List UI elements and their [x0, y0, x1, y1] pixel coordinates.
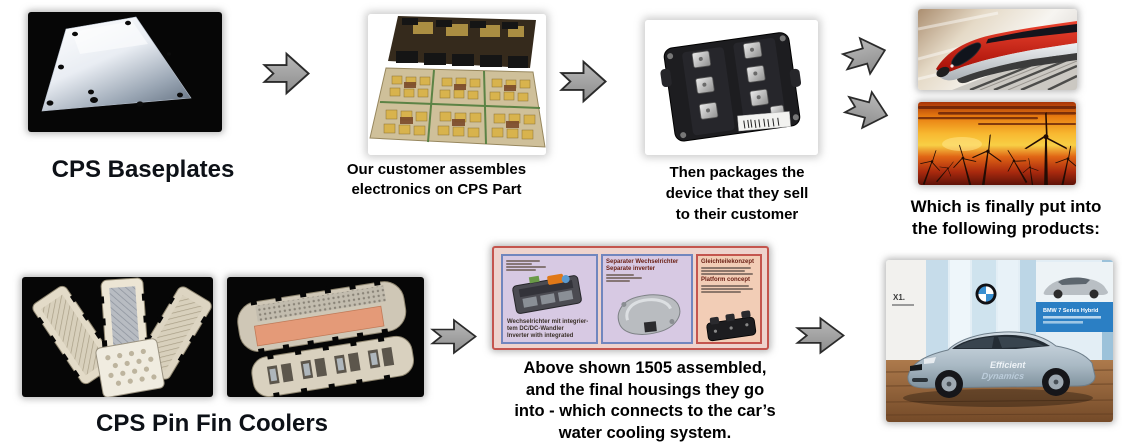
pinfin-coolers-photo-1 — [22, 277, 213, 397]
caption-line: Separate inverter — [606, 266, 656, 272]
brochure-panel3-heading2: Platform concept — [701, 277, 751, 283]
caption-line: into - which connects to the car’s — [514, 402, 776, 420]
caption-line: Which is finally put into — [910, 197, 1102, 216]
pinfin-label: CPS Pin Fin Coolers — [95, 410, 329, 437]
bmw-hybrid-car: Efficient Dynamics — [907, 331, 1096, 398]
caption-line: Inverter with integrated — [507, 333, 574, 339]
products-caption: Which is finally put into the following … — [890, 196, 1122, 240]
brochure-caption: Above shown 1505 assembled, and the fina… — [500, 358, 790, 444]
caption-line: Wechselrichter mit integrier- — [507, 319, 589, 325]
flow-arrow-icon — [431, 317, 477, 356]
spec-text-lines — [701, 267, 757, 275]
inverter-brochure-photo: Wechselrichter mit integrier- tem DC/DC-… — [492, 246, 769, 350]
spec-text-lines — [506, 260, 593, 271]
caption-line: Separater Wechselrichter — [606, 259, 679, 265]
spec-text-lines — [606, 274, 688, 282]
display-car-poster — [1036, 262, 1113, 302]
caption-line: Our customer assembles — [346, 161, 527, 178]
caption-line: the following products: — [912, 219, 1100, 238]
brochure-panel-separate-inverter: Separater Wechselrichter Separate invert… — [601, 254, 693, 344]
car-decal-text-1: Efficient — [990, 360, 1026, 370]
spec-text-lines — [701, 285, 757, 293]
car-decal-text-2: Dynamics — [981, 371, 1025, 381]
caption-line: device that they sell — [665, 185, 809, 202]
caption-line: Above shown 1505 assembled, — [523, 359, 767, 377]
flow-arrow-icon — [838, 83, 896, 138]
info-board: BMW 7 Series Hybrid — [1036, 302, 1113, 332]
exploded-inverter-art — [512, 273, 582, 314]
train-photo — [918, 9, 1077, 90]
brochure-panel3-heading1: Gleichteilekonzept — [701, 259, 755, 265]
caption-line: Then packages the — [669, 164, 805, 181]
pcb-caption: Our customer assembles electronics on CP… — [344, 160, 529, 200]
car-showroom-photo: X1. BMW 7 Series Hybrid — [886, 260, 1113, 422]
platform-module-art — [706, 310, 757, 342]
board-label-text: BMW 7 Series Hybrid — [1043, 308, 1098, 314]
igbt-caption: Then packages the device that they sell … — [647, 162, 827, 225]
igbt-module-photo — [645, 20, 818, 155]
wind-turbines-photo — [918, 102, 1076, 185]
caption-line: to their customer — [675, 206, 799, 223]
caption-line: tem DC/DC-Wandler — [507, 326, 564, 332]
separate-inverter-art — [617, 294, 681, 335]
caption-line: water cooling system. — [558, 423, 732, 442]
pcb-assembly-photo — [368, 14, 546, 155]
brochure-panel2-heading: Separater Wechselrichter Separate invert… — [606, 259, 688, 273]
brochure-panel1-caption: Wechselrichter mit integrier- tem DC/DC-… — [507, 319, 588, 340]
flow-arrow-icon — [836, 28, 894, 84]
bmw-logo — [975, 283, 997, 305]
caption-line: electronics on CPS Part — [351, 181, 522, 198]
flow-arrow-icon — [263, 50, 310, 97]
brochure-panel-platform-concept: Gleichteilekonzept Platform concept — [696, 254, 762, 344]
pinfin-coolers-photo-2 — [227, 277, 424, 397]
baseplate-photo — [28, 12, 222, 132]
caption-line: and the final housings they go — [525, 380, 765, 399]
flow-arrow-icon — [560, 58, 607, 105]
brochure-panel-integrated-inverter: Wechselrichter mit integrier- tem DC/DC-… — [501, 254, 598, 344]
flow-arrow-icon — [796, 315, 845, 356]
wall-label-text: X1. — [893, 293, 905, 302]
baseplate-label: CPS Baseplates — [51, 156, 235, 183]
